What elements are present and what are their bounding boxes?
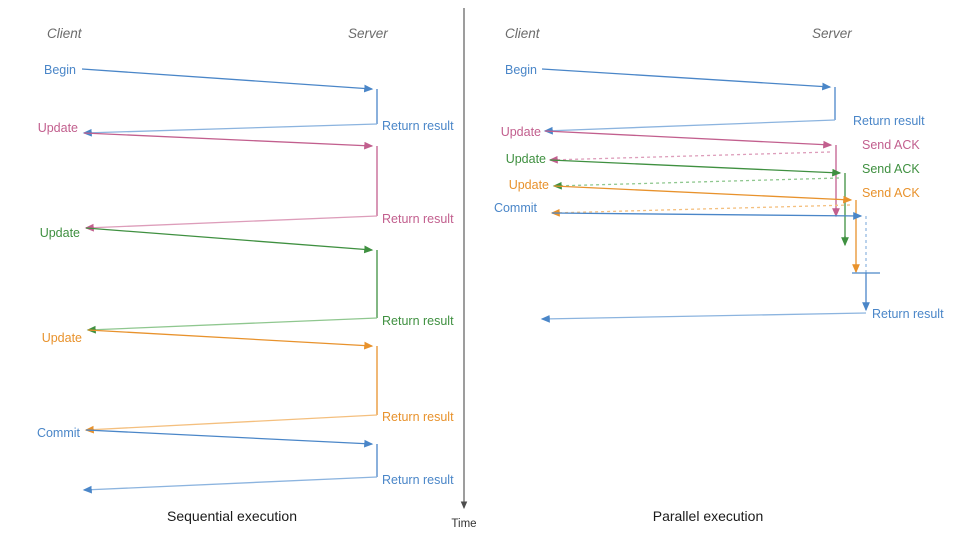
panel-parallel: Client Server (494, 26, 944, 524)
panel-sequential: Client Server (37, 26, 454, 524)
arrow-begin-response-right (543, 119, 836, 135)
exchange-commit-left (82, 429, 378, 494)
exchange-update1-right (544, 130, 837, 215)
client-header-right: Client (505, 26, 541, 41)
client-label-commit-left: Commit (37, 426, 81, 440)
exchange-commit-right (540, 212, 880, 323)
arrow-ack1-right (548, 151, 831, 164)
arrow-update3-request (87, 329, 374, 350)
client-label-begin-right: Begin (505, 63, 537, 77)
server-label-ack1-right: Send ACK (862, 138, 920, 152)
server-label-return5-left: Return result (382, 473, 454, 487)
arrow-update2-request (85, 227, 374, 254)
arrow-ack3-right (550, 204, 851, 217)
exchange-update1-left (83, 132, 378, 232)
server-label-ack2-right: Send ACK (862, 162, 920, 176)
time-axis-divider: Time (451, 8, 477, 530)
arrow-begin-response (82, 123, 378, 137)
caption-parallel: Parallel execution (653, 508, 764, 524)
server-label-return4-left: Return result (382, 410, 454, 424)
client-header-left: Client (47, 26, 83, 41)
arrow-update1-request (83, 132, 374, 150)
arrow-update1-request-right (544, 130, 833, 149)
arrow-begin-request (81, 68, 374, 93)
arrow-update3-request-right (553, 185, 853, 204)
time-axis-label: Time (451, 518, 476, 530)
exchange-update3-left (84, 329, 378, 434)
arrow-ack2-right (552, 177, 840, 190)
caption-sequential: Sequential execution (167, 508, 297, 524)
client-label-update2-right: Update (506, 152, 546, 166)
arrow-update2-response (86, 317, 378, 334)
server-label-return2-left: Return result (382, 212, 454, 226)
client-label-commit-right: Commit (494, 201, 538, 215)
client-label-update1-left: Update (38, 121, 78, 135)
exchange-update2-left (85, 227, 378, 334)
client-label-update3-left: Update (42, 331, 82, 345)
arrow-commit-response-right (540, 312, 867, 323)
exchange-begin-right (541, 68, 836, 135)
server-label-return1-left: Return result (382, 119, 454, 133)
server-label-return3-left: Return result (382, 314, 454, 328)
client-label-update1-right: Update (501, 125, 541, 139)
arrow-begin-request-right (541, 68, 832, 91)
client-label-begin-left: Begin (44, 63, 76, 77)
client-label-update2-left: Update (40, 226, 80, 240)
exchange-update2-right (549, 159, 846, 243)
arrow-update3-response (84, 414, 378, 434)
exchange-update3-right (550, 185, 860, 274)
exchange-begin-left (81, 68, 378, 137)
arrow-update1-response (84, 215, 378, 232)
server-label-return2-right: Return result (872, 307, 944, 321)
arrow-update2-request-right (549, 159, 842, 177)
server-header-right: Server (812, 26, 852, 41)
arrow-commit-response (82, 476, 378, 494)
server-label-return1-right: Return result (853, 114, 925, 128)
client-label-update3-right: Update (509, 178, 549, 192)
arrow-commit-request (85, 429, 374, 448)
server-label-ack3-right: Send ACK (862, 186, 920, 200)
server-header-left: Server (348, 26, 388, 41)
arrow-commit-request-right (551, 212, 863, 220)
